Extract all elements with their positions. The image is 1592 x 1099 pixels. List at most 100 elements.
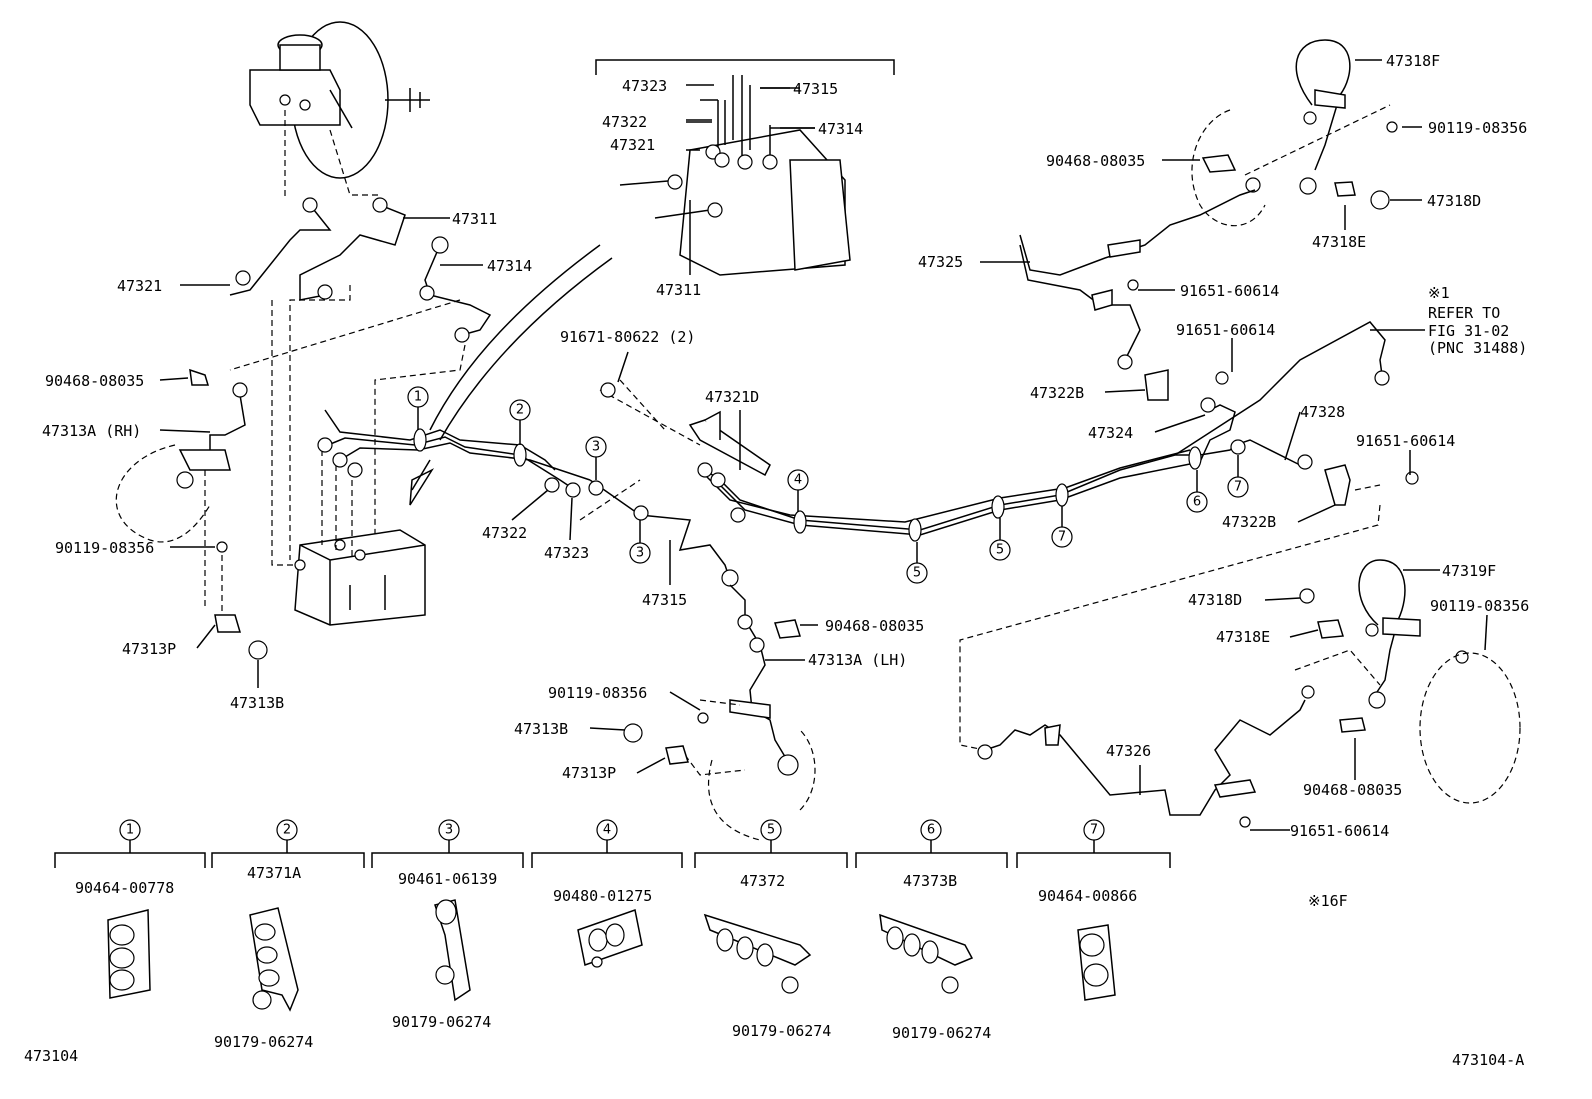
label-47322-top: 47322	[602, 113, 647, 131]
label-47311-abs: 47311	[656, 281, 701, 299]
label-91651-60614-b: 91651-60614	[1176, 321, 1275, 339]
clip-90480-01275	[577, 909, 643, 968]
label-47315-top: 47315	[793, 80, 838, 98]
clamp-47372	[703, 913, 812, 994]
label-47326: 47326	[1106, 742, 1151, 760]
label-91651-60614-a: 91651-60614	[1180, 282, 1279, 300]
label-47314: 47314	[487, 257, 532, 275]
circle-num-3-sub: 3	[445, 823, 453, 838]
label-47328: 47328	[1300, 403, 1345, 421]
circle-num-7-sub: 7	[1090, 823, 1098, 838]
label-90119-08356-a: 90119-08356	[1428, 119, 1527, 137]
clamp-markers	[413, 428, 1246, 542]
label-47322B-b: 47322B	[1222, 513, 1276, 531]
label-47311: 47311	[452, 210, 497, 228]
label-91651-60614-d: 91651-60614	[1290, 822, 1389, 840]
label-nut-6: 90179-06274	[892, 1024, 991, 1042]
front-rh-hose-assembly	[115, 368, 268, 660]
front-lh-hose-assembly	[623, 584, 816, 841]
label-47322: 47322	[482, 524, 527, 542]
abs-actuator-detail	[595, 59, 895, 276]
circle-num-1-main: 1	[414, 390, 422, 405]
label-sub-2: 47371A	[247, 864, 301, 882]
circle-num-4-sub: 4	[603, 823, 611, 838]
label-47321: 47321	[117, 277, 162, 295]
upper-left-brake-lines	[229, 197, 492, 343]
label-91651-60614-c: 91651-60614	[1356, 432, 1455, 450]
label-90119-08356-b: 90119-08356	[55, 539, 154, 557]
diagram-code-a: 473104-A	[1452, 1051, 1524, 1069]
label-47318D-b: 47318D	[1188, 591, 1242, 609]
label-91671-80622: 91671-80622 (2)	[560, 328, 695, 346]
circle-num-5-sub: 5	[767, 823, 775, 838]
label-sub-3: 90461-06139	[398, 870, 497, 888]
label-47318D-a: 47318D	[1427, 192, 1481, 210]
circle-num-6-main: 6	[1193, 495, 1201, 510]
label-47321-top: 47321	[610, 136, 655, 154]
label-47314-top: 47314	[818, 120, 863, 138]
label-nut-5: 90179-06274	[732, 1022, 831, 1040]
circle-num-2-main: 2	[516, 403, 524, 418]
main-brake-tube-bundle	[317, 321, 1390, 587]
label-90468-08035-a: 90468-08035	[1046, 152, 1145, 170]
label-90119-08356-c: 90119-08356	[548, 684, 647, 702]
refer-note-star: ※1	[1428, 284, 1450, 302]
circle-num-2-sub: 2	[283, 823, 291, 838]
label-90468-08035-c: 90468-08035	[825, 617, 924, 635]
clamp-47371A	[249, 907, 299, 1012]
label-47313P-a: 47313P	[122, 640, 176, 658]
circle-num-1-sub: 1	[126, 823, 134, 838]
clip-90464-00778	[107, 909, 151, 999]
bracket-47322B-right	[959, 464, 1419, 751]
label-47325: 47325	[918, 253, 963, 271]
label-47323-top: 47323	[622, 77, 667, 95]
label-16F: ※16F	[1308, 892, 1348, 910]
label-47319F: 47319F	[1442, 562, 1496, 580]
label-90468-08035-d: 90468-08035	[1303, 781, 1402, 799]
circle-num-5-main-a: 5	[913, 566, 921, 581]
circle-num-7-main-b: 7	[1234, 480, 1242, 495]
label-47318E-a: 47318E	[1312, 233, 1366, 251]
tube-47326	[977, 699, 1306, 828]
abs-unit	[294, 529, 426, 626]
label-90119-08356-d: 90119-08356	[1430, 597, 1529, 615]
rear-rh-hose-assembly	[1191, 39, 1398, 227]
circle-num-3-main-a: 3	[592, 440, 600, 455]
refer-note-line1: REFER TO	[1428, 304, 1500, 322]
circle-num-7-main-a: 7	[1058, 530, 1066, 545]
label-47322B-a: 47322B	[1030, 384, 1084, 402]
label-sub-4: 90480-01275	[553, 887, 652, 905]
label-47313B-b: 47313B	[514, 720, 568, 738]
label-47323: 47323	[544, 544, 589, 562]
label-sub-7: 90464-00866	[1038, 887, 1137, 905]
label-nut-3: 90179-06274	[392, 1013, 491, 1031]
leader-lines	[159, 59, 1488, 831]
clamp-47373B	[879, 913, 974, 994]
rear-lh-hose-assembly	[1294, 559, 1521, 804]
label-nut-2: 90179-06274	[214, 1033, 313, 1051]
label-90468-08035-b: 90468-08035	[45, 372, 144, 390]
diagram-code: 473104	[24, 1047, 78, 1065]
refer-note-line2: FIG 31-02	[1428, 322, 1509, 340]
clamp-90461-06139	[434, 899, 471, 1002]
refer-note-line3: (PNC 31488)	[1428, 339, 1527, 357]
label-47318E-b: 47318E	[1216, 628, 1270, 646]
circle-num-4-main: 4	[794, 473, 802, 488]
label-47321D: 47321D	[705, 388, 759, 406]
label-47324: 47324	[1088, 424, 1133, 442]
clip-90464-00866	[1077, 924, 1116, 1001]
part-labels: 47323 47315 47322 47314 47321 47311 4731…	[24, 52, 1529, 1069]
label-47315: 47315	[642, 591, 687, 609]
tube-47325	[1019, 189, 1256, 401]
circle-num-5-main-b: 5	[996, 543, 1004, 558]
label-sub-1: 90464-00778	[75, 879, 174, 897]
label-47313A-RH: 47313A (RH)	[42, 422, 141, 440]
label-47313A-LH: 47313A (LH)	[808, 651, 907, 669]
label-47318F: 47318F	[1386, 52, 1440, 70]
circle-num-3-main-b: 3	[636, 546, 644, 561]
direction-arrow	[409, 244, 613, 506]
sub-part-brackets	[54, 840, 1171, 868]
label-sub-6: 47373B	[903, 872, 957, 890]
circled-numbers: 1 2 3 3 4 5 5 7 6 7 1 2 3 4 5 6 7	[119, 386, 1249, 841]
circle-num-6-sub: 6	[927, 823, 935, 838]
